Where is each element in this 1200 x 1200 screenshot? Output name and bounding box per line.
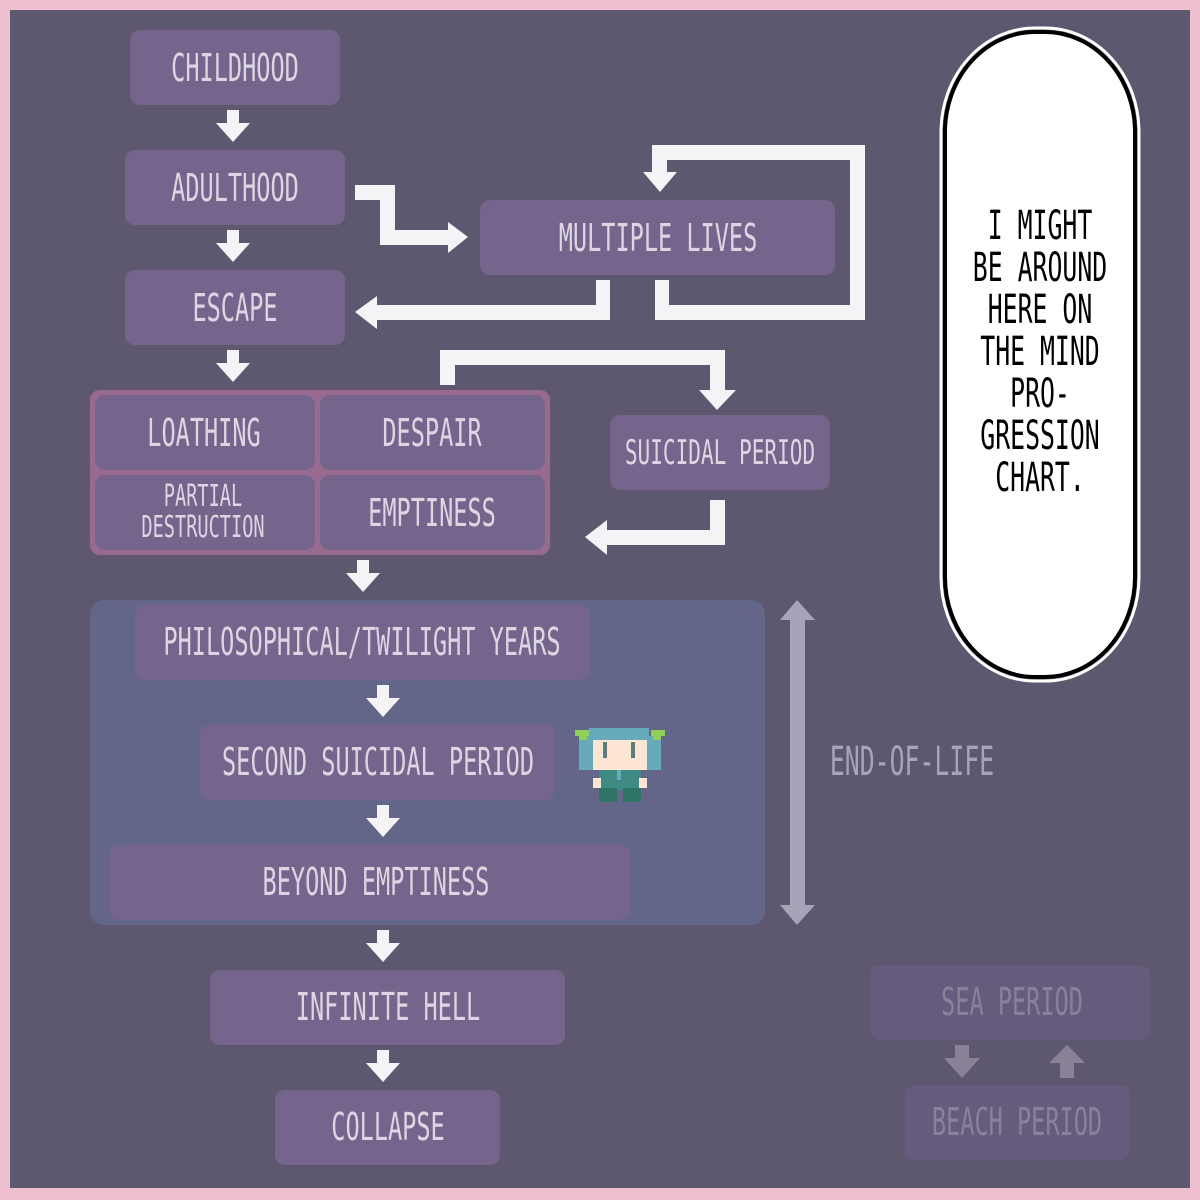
end-of-life-range-arrow <box>780 600 815 925</box>
speech-bubble <box>939 26 1141 683</box>
node-label-escape: ESCAPE <box>192 286 278 330</box>
node-label-sea-period: SEA PERIOD <box>941 980 1083 1024</box>
node-escape <box>125 270 345 345</box>
node-adulthood <box>125 150 345 225</box>
node-loathing <box>95 395 315 470</box>
node-suicidal-period <box>610 415 830 490</box>
arrow-group-philosophical <box>346 560 380 592</box>
node-label-suicidal-period: SUICIDAL PERIOD <box>624 433 816 473</box>
node-childhood <box>130 30 340 105</box>
node-label-beyond-emptiness: BEYOND EMPTINESS <box>262 860 490 904</box>
node-sea-period <box>870 965 1150 1040</box>
arrow-second-beyond <box>366 805 400 837</box>
arrow-adulthood-multiple-lives <box>355 185 468 253</box>
node-infinite-hell <box>210 970 565 1045</box>
node-collapse <box>275 1090 500 1165</box>
node-label-beach-period: BEACH PERIOD <box>931 1100 1103 1144</box>
character-sprite-icon <box>575 728 665 802</box>
node-label-adulthood: ADULTHOOD <box>171 166 299 210</box>
node-label-emptiness: EMPTINESS <box>368 491 496 535</box>
node-multiple-lives <box>480 200 835 275</box>
node-beyond-emptiness <box>110 845 630 920</box>
arrow-beyond-infinite <box>366 930 400 962</box>
node-label-destruction: DESTRUCTION <box>141 510 265 545</box>
end-of-life-label: END-OF-LIFE <box>829 739 995 785</box>
node-label-philosophical: PHILOSOPHICAL/TWILIGHT YEARS <box>163 620 561 664</box>
node-label-multiple-lives: MULTIPLE LIVES <box>558 216 758 260</box>
arrow-adulthood-escape <box>216 230 250 262</box>
arrow-suicidal-emptiness <box>585 500 725 555</box>
node-label-collapse: COLLAPSE <box>331 1105 445 1149</box>
arrow-multiple-lives-escape <box>355 280 610 329</box>
arrow-beach-sea <box>1049 1045 1085 1078</box>
node-emptiness <box>320 475 545 550</box>
node-label-infinite-hell: INFINITE HELL <box>295 985 481 1029</box>
node-label-loathing: LOATHING <box>147 411 261 455</box>
node-label-despair: DESPAIR <box>382 411 482 455</box>
arrow-escape-group <box>216 350 250 382</box>
node-philosophical <box>135 605 590 680</box>
arrow-sea-beach <box>944 1045 980 1078</box>
arrow-despair-suicidal <box>440 350 736 410</box>
node-beach-period <box>905 1085 1130 1160</box>
arrow-infinite-collapse <box>366 1050 400 1082</box>
node-second-suicidal <box>200 725 555 800</box>
node-label-partial: PARTIAL <box>163 479 243 514</box>
speech-bubble-text: I MIGHT BE AROUND HERE ON THE MIND PRO- … <box>972 203 1108 501</box>
arrow-multiple-lives-loop <box>643 145 865 320</box>
node-label-childhood: CHILDHOOD <box>171 46 299 90</box>
node-label-second-suicidal: SECOND SUICIDAL PERIOD <box>221 740 535 784</box>
node-partial-destruction <box>95 475 315 550</box>
arrow-philosophical-second <box>366 685 400 717</box>
arrow-childhood-adulthood <box>216 110 250 142</box>
node-despair <box>320 395 545 470</box>
